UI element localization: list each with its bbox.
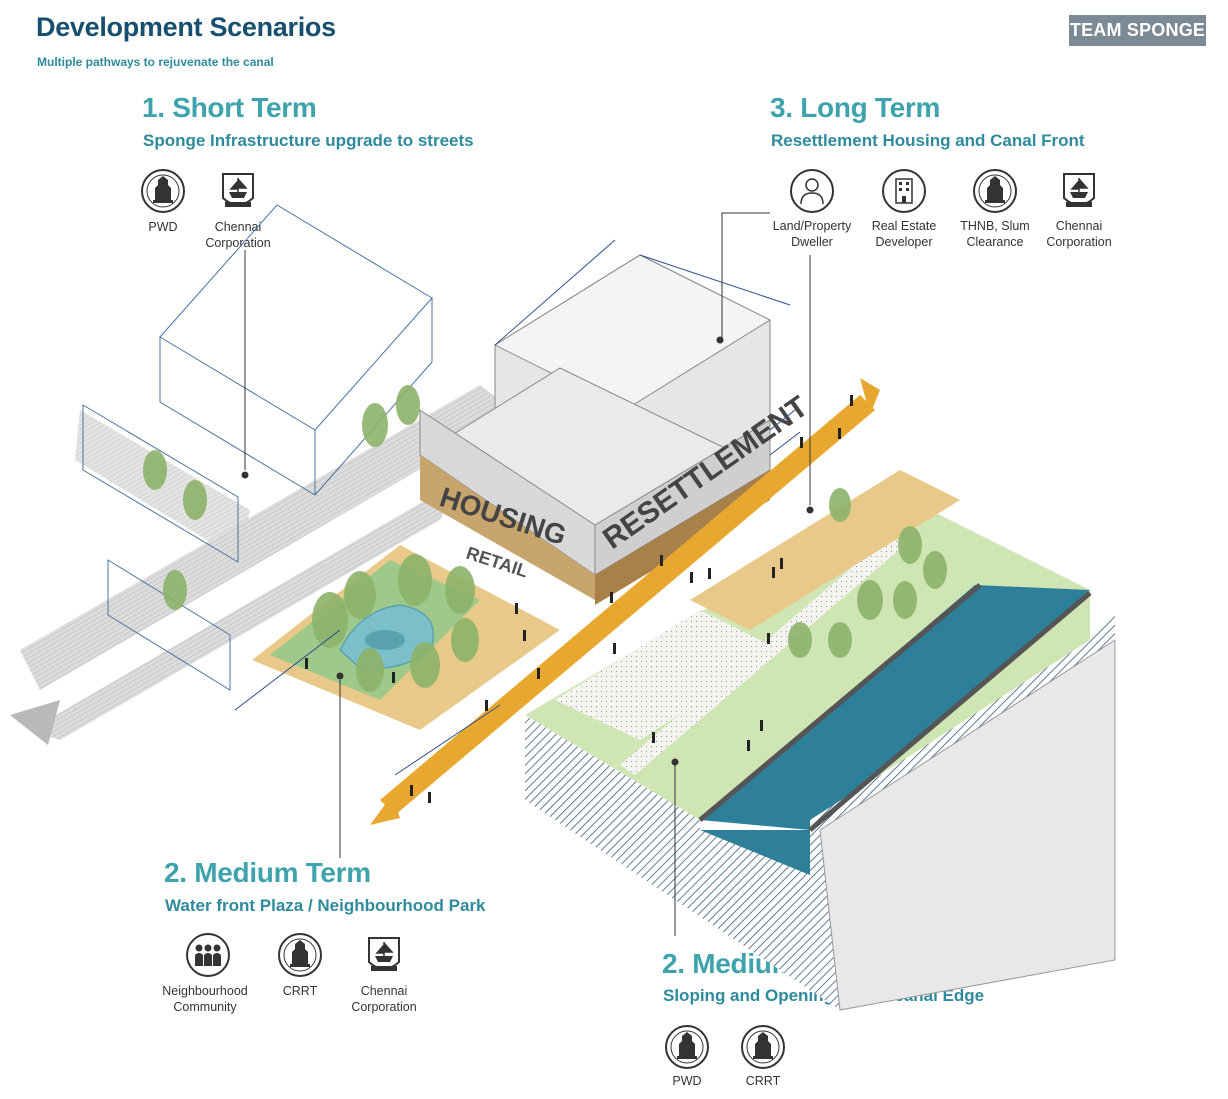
medium-park-heading: 2. Medium Term	[164, 857, 371, 888]
housing-building: HOUSING RETAIL RESETTLEMENT	[419, 254, 814, 605]
ship-seal-icon	[1063, 173, 1095, 207]
building-icon	[882, 169, 926, 213]
long-term-heading: 3. Long Term	[770, 92, 941, 123]
trees	[143, 385, 947, 692]
ship-seal-icon	[222, 173, 254, 207]
dimension-arrows	[234, 239, 801, 776]
medium-park-subheading: Water front Plaza / Neighbourhood Park	[165, 896, 486, 915]
short-term-heading: 1. Short Term	[142, 92, 317, 123]
community-icon	[186, 933, 230, 977]
stakeholder-label: PWD	[672, 1074, 702, 1088]
ship-seal-icon	[368, 937, 400, 971]
emblem-seal-icon	[665, 1025, 709, 1069]
leader-lines	[241, 212, 814, 936]
emblem-seal-icon	[741, 1025, 785, 1069]
stakeholder-label: CRRT	[745, 1074, 781, 1088]
short-term-subheading: Sponge Infrastructure upgrade to streets	[143, 131, 474, 150]
long-term-subheading: Resettlement Housing and Canal Front	[771, 131, 1085, 150]
page-title: Development Scenarios	[36, 12, 336, 42]
person-icon	[790, 169, 834, 213]
emblem-seal-icon	[141, 169, 185, 213]
stakeholder-label: CRRT	[282, 984, 318, 998]
canal-path-arrow	[370, 378, 880, 825]
page-subtitle: Multiple pathways to rejuvenate the cana…	[37, 55, 274, 69]
team-badge: TEAM SPONGE	[1069, 15, 1206, 46]
emblem-seal-icon	[278, 933, 322, 977]
people	[305, 395, 853, 803]
canal-section	[525, 470, 1116, 1011]
emblem-seal-icon	[973, 169, 1017, 213]
stakeholder-label: PWD	[148, 220, 178, 234]
